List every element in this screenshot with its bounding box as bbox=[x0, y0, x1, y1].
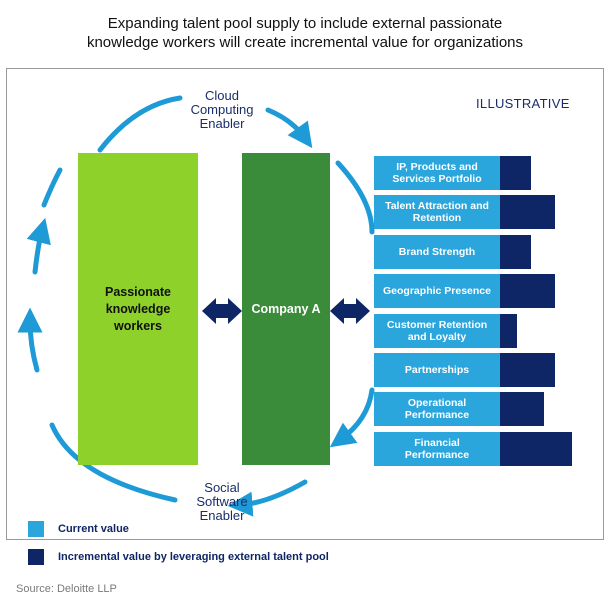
bar-incremental-value bbox=[500, 156, 531, 190]
cloud-enabler-line-2: Computing bbox=[190, 102, 254, 117]
bar-label-line: and Loyalty bbox=[407, 331, 467, 343]
passionate-knowledge-workers-box: Passionate knowledge workers bbox=[78, 153, 198, 465]
bar-label-line: Services Portfolio bbox=[392, 173, 482, 185]
bar-incremental-value bbox=[500, 195, 555, 229]
bar-label-line: Operational bbox=[407, 396, 467, 409]
cloud-computing-enabler: Cloud Computing Enabler bbox=[162, 89, 282, 131]
diagram-panel bbox=[6, 68, 604, 540]
illustrative-label: ILLUSTRATIVE bbox=[476, 96, 570, 111]
bar-row: Brand Strength bbox=[374, 235, 531, 269]
cycle-arrow-left-top bbox=[26, 217, 51, 275]
bar-label-line: Talent Attraction and bbox=[385, 199, 489, 212]
double-arrow-left bbox=[202, 298, 242, 324]
cycle-arrow-bottom bbox=[227, 479, 308, 517]
cycle-arrow-left-bottom bbox=[49, 422, 178, 503]
cycle-arrow-right-top bbox=[335, 160, 375, 235]
title: Expanding talent pool supply to include … bbox=[0, 14, 610, 52]
legend-current-swatch bbox=[28, 521, 44, 537]
legend-incremental-swatch bbox=[28, 549, 44, 565]
social-enabler-line-1: Social bbox=[204, 480, 240, 495]
cycle-arrow-left-upper bbox=[41, 167, 63, 208]
legend-incremental-label: Incremental value by leveraging external… bbox=[58, 551, 329, 563]
cycle-arrow-right-bottom bbox=[329, 387, 375, 448]
bar-label-line: Financial bbox=[414, 436, 460, 449]
bar-label-line: Performance bbox=[404, 449, 470, 461]
bar-label-line: Geographic Presence bbox=[383, 284, 491, 297]
legend-current-label: Current value bbox=[58, 523, 129, 535]
bar-incremental-value bbox=[500, 432, 572, 466]
bar-label-line: Brand Strength bbox=[398, 245, 476, 258]
cycle-arrow-top-left bbox=[97, 95, 183, 153]
bar-current-value: Geographic Presence bbox=[374, 274, 500, 308]
workers-line-1: Passionate bbox=[104, 284, 171, 299]
workers-line-3: workers bbox=[114, 318, 162, 333]
social-enabler-line-3: Enabler bbox=[199, 508, 245, 523]
bar-incremental-value bbox=[500, 314, 517, 348]
bar-current-value: Partnerships bbox=[374, 353, 500, 387]
bar-label: Brand Strength bbox=[399, 246, 475, 259]
bar-current-value: Brand Strength bbox=[374, 235, 500, 269]
bar-incremental-value bbox=[500, 392, 544, 426]
cloud-enabler-line-3: Enabler bbox=[199, 116, 245, 131]
bar-incremental-value bbox=[500, 274, 555, 308]
bar-incremental-value bbox=[500, 235, 531, 269]
bar-row: Geographic Presence bbox=[374, 274, 555, 308]
double-arrow-right bbox=[330, 298, 370, 324]
company-label: Company A bbox=[251, 301, 321, 316]
bar-label: Geographic Presence bbox=[383, 285, 491, 298]
social-software-enabler: Social Software Enabler bbox=[162, 481, 282, 523]
workers-line-2: knowledge bbox=[105, 301, 171, 316]
title-line-2: knowledge workers will create incrementa… bbox=[86, 34, 524, 51]
bar-label-line: Performance bbox=[404, 409, 470, 421]
title-line-1: Expanding talent pool supply to include … bbox=[107, 15, 503, 32]
cloud-enabler-line-1: Cloud bbox=[205, 88, 239, 103]
bar-label: Partnerships bbox=[405, 364, 469, 377]
cycle-arrow-top-right bbox=[265, 107, 313, 149]
bar-incremental-value bbox=[500, 353, 555, 387]
cycle-arrow-left-mid bbox=[17, 307, 43, 373]
company-a-box: Company A bbox=[242, 153, 330, 465]
source-note: Source: Deloitte LLP bbox=[16, 583, 117, 595]
bar-row: Partnerships bbox=[374, 353, 555, 387]
bar-label-line: IP, Products and bbox=[396, 160, 478, 173]
bar-label-line: Partnerships bbox=[404, 363, 470, 376]
bar-label-line: Customer Retention bbox=[386, 318, 488, 331]
social-enabler-line-2: Software bbox=[196, 494, 248, 509]
bar-label-line: Retention bbox=[412, 212, 462, 224]
